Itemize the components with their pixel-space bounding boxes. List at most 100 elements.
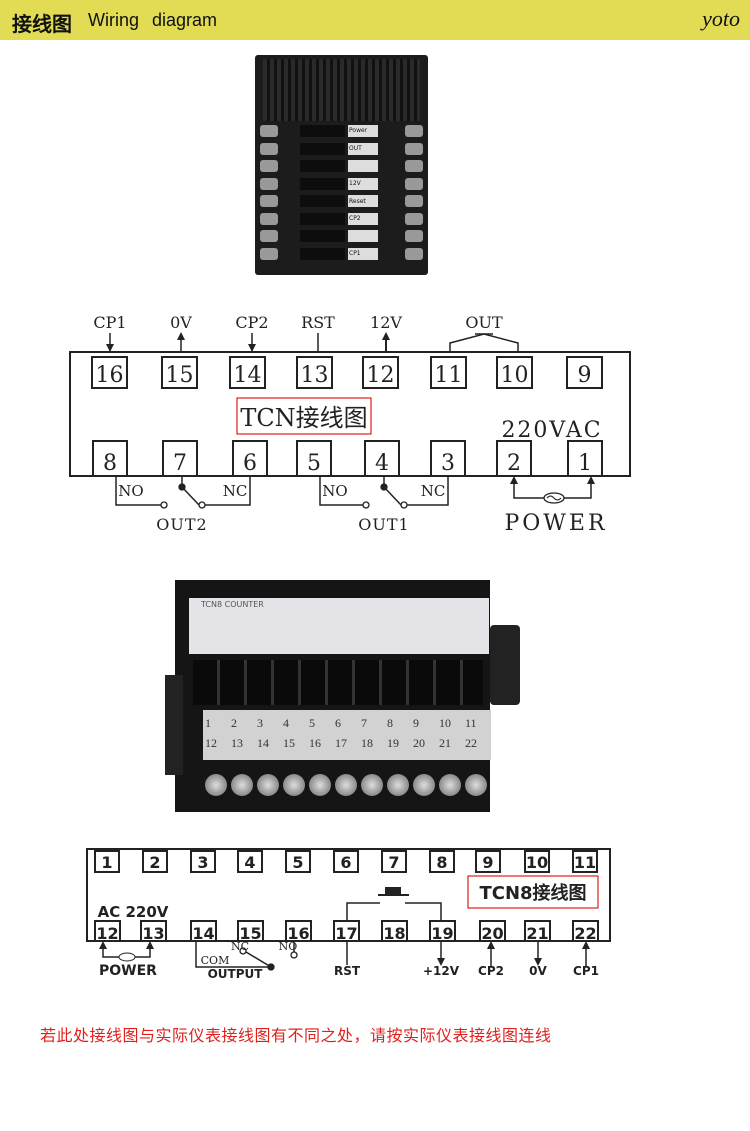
terminal-box [140,920,167,942]
strip-label: 22 [465,736,477,750]
device-label-title: TCN8 COUNTER [201,600,264,609]
wire [115,476,162,506]
terminal-box [237,850,263,873]
terminal-number: 18 [383,924,405,943]
terminal-box [285,920,312,942]
strip-label: 15 [283,736,295,750]
strip-label: 2 [231,716,237,730]
device-label-cp1: CP1 [348,250,362,257]
terminal-box [364,440,400,477]
terminal-screw-row [260,247,423,262]
terminal-screw-row [260,160,423,174]
arrow-icon [510,476,518,484]
title-box [236,397,372,435]
sine-icon [546,495,562,501]
terminal-box [190,920,217,942]
screw [309,774,331,796]
label-out2: OUT2 [156,515,207,534]
arrow-icon [248,344,256,352]
terminal-number: 16 [96,363,124,388]
label-no: NO [118,482,143,500]
terminal-box [572,850,598,873]
strip-label: 19 [387,736,399,750]
arrow-icon [99,941,107,949]
terminal-number: 10 [526,853,548,872]
label-com: COM [201,954,230,967]
contact-icon [198,501,206,509]
terminal-block-outline [69,351,631,477]
terminal-box [333,850,359,873]
diagram-title: TCN接线图 [240,404,367,432]
terminal-box [92,440,128,477]
screw [465,774,487,796]
label-cp2: CP2 [478,964,504,978]
strip-label: 12 [205,736,217,750]
terminal-box [91,356,128,389]
strip-label: 5 [309,716,315,730]
terminal-box [142,850,168,873]
terminal-number: 9 [578,363,592,388]
terminal-box [566,356,603,389]
terminal-box [567,440,603,477]
wire [195,941,268,968]
label-no: NO [322,482,347,500]
device-label-out: OUT [348,145,363,152]
terminal-box [94,920,121,942]
strip-label: 20 [413,736,425,750]
terminal-number: 10 [501,363,529,388]
terminal-number: 3 [441,451,455,476]
strip-label: 13 [231,736,243,750]
terminal-number: 7 [388,853,399,872]
terminal-number: 13 [301,363,329,388]
device-label-reset: Reset [348,198,367,205]
screw [413,774,435,796]
label-nc: NC [231,940,249,953]
terminal-box [94,850,120,873]
strip-label: 21 [439,736,451,750]
screw [335,774,357,796]
arrow-icon [106,344,114,352]
terminal-box [429,920,456,942]
wire [346,902,380,921]
arrow-icon [587,476,595,484]
label-cp2: CP2 [235,313,268,332]
arrow-icon [382,332,390,340]
label-out1: OUT1 [358,515,409,534]
terminal-number: 8 [103,451,117,476]
terminal-number: 6 [243,451,257,476]
terminal-number: 6 [340,853,351,872]
terminal-box [285,850,311,873]
label-0v: 0V [529,964,547,978]
diagram-title: TCN8接线图 [479,882,586,904]
label-nc: NC [223,482,248,500]
strip-label: 17 [335,736,347,750]
wire [319,476,364,506]
terminal-box [429,850,455,873]
terminal-number: 20 [481,924,503,943]
terminal-number: 1 [578,451,592,476]
terminal-box [572,920,599,942]
screw [439,774,461,796]
terminal-number: 7 [173,451,187,476]
arrow-icon [437,958,445,966]
label-out: OUT [465,313,503,332]
arrow-icon [487,941,495,949]
screw [387,774,409,796]
screw [361,774,383,796]
device-label-power: Power [348,127,369,134]
terminal-number: 14 [192,924,214,943]
header-bar: 接线图 Wiring diagram yoto [0,0,750,40]
terminal-number: 17 [335,924,357,943]
brand-logo: yoto [702,6,740,31]
footer-note: 若此处接线图与实际仪表接线图有不同之处，请按实际仪表接线图连线 [40,1026,552,1045]
label-12v: +12V [423,964,460,978]
terminal-box [496,356,533,389]
terminal-box [190,850,216,873]
terminal-number: 12 [96,924,118,943]
contact-icon [160,501,168,509]
label-no: NO [279,940,298,953]
arrow-icon [146,941,154,949]
contact-icon [362,501,370,509]
ac-source-icon [118,952,136,962]
terminal-number: 13 [142,924,164,943]
